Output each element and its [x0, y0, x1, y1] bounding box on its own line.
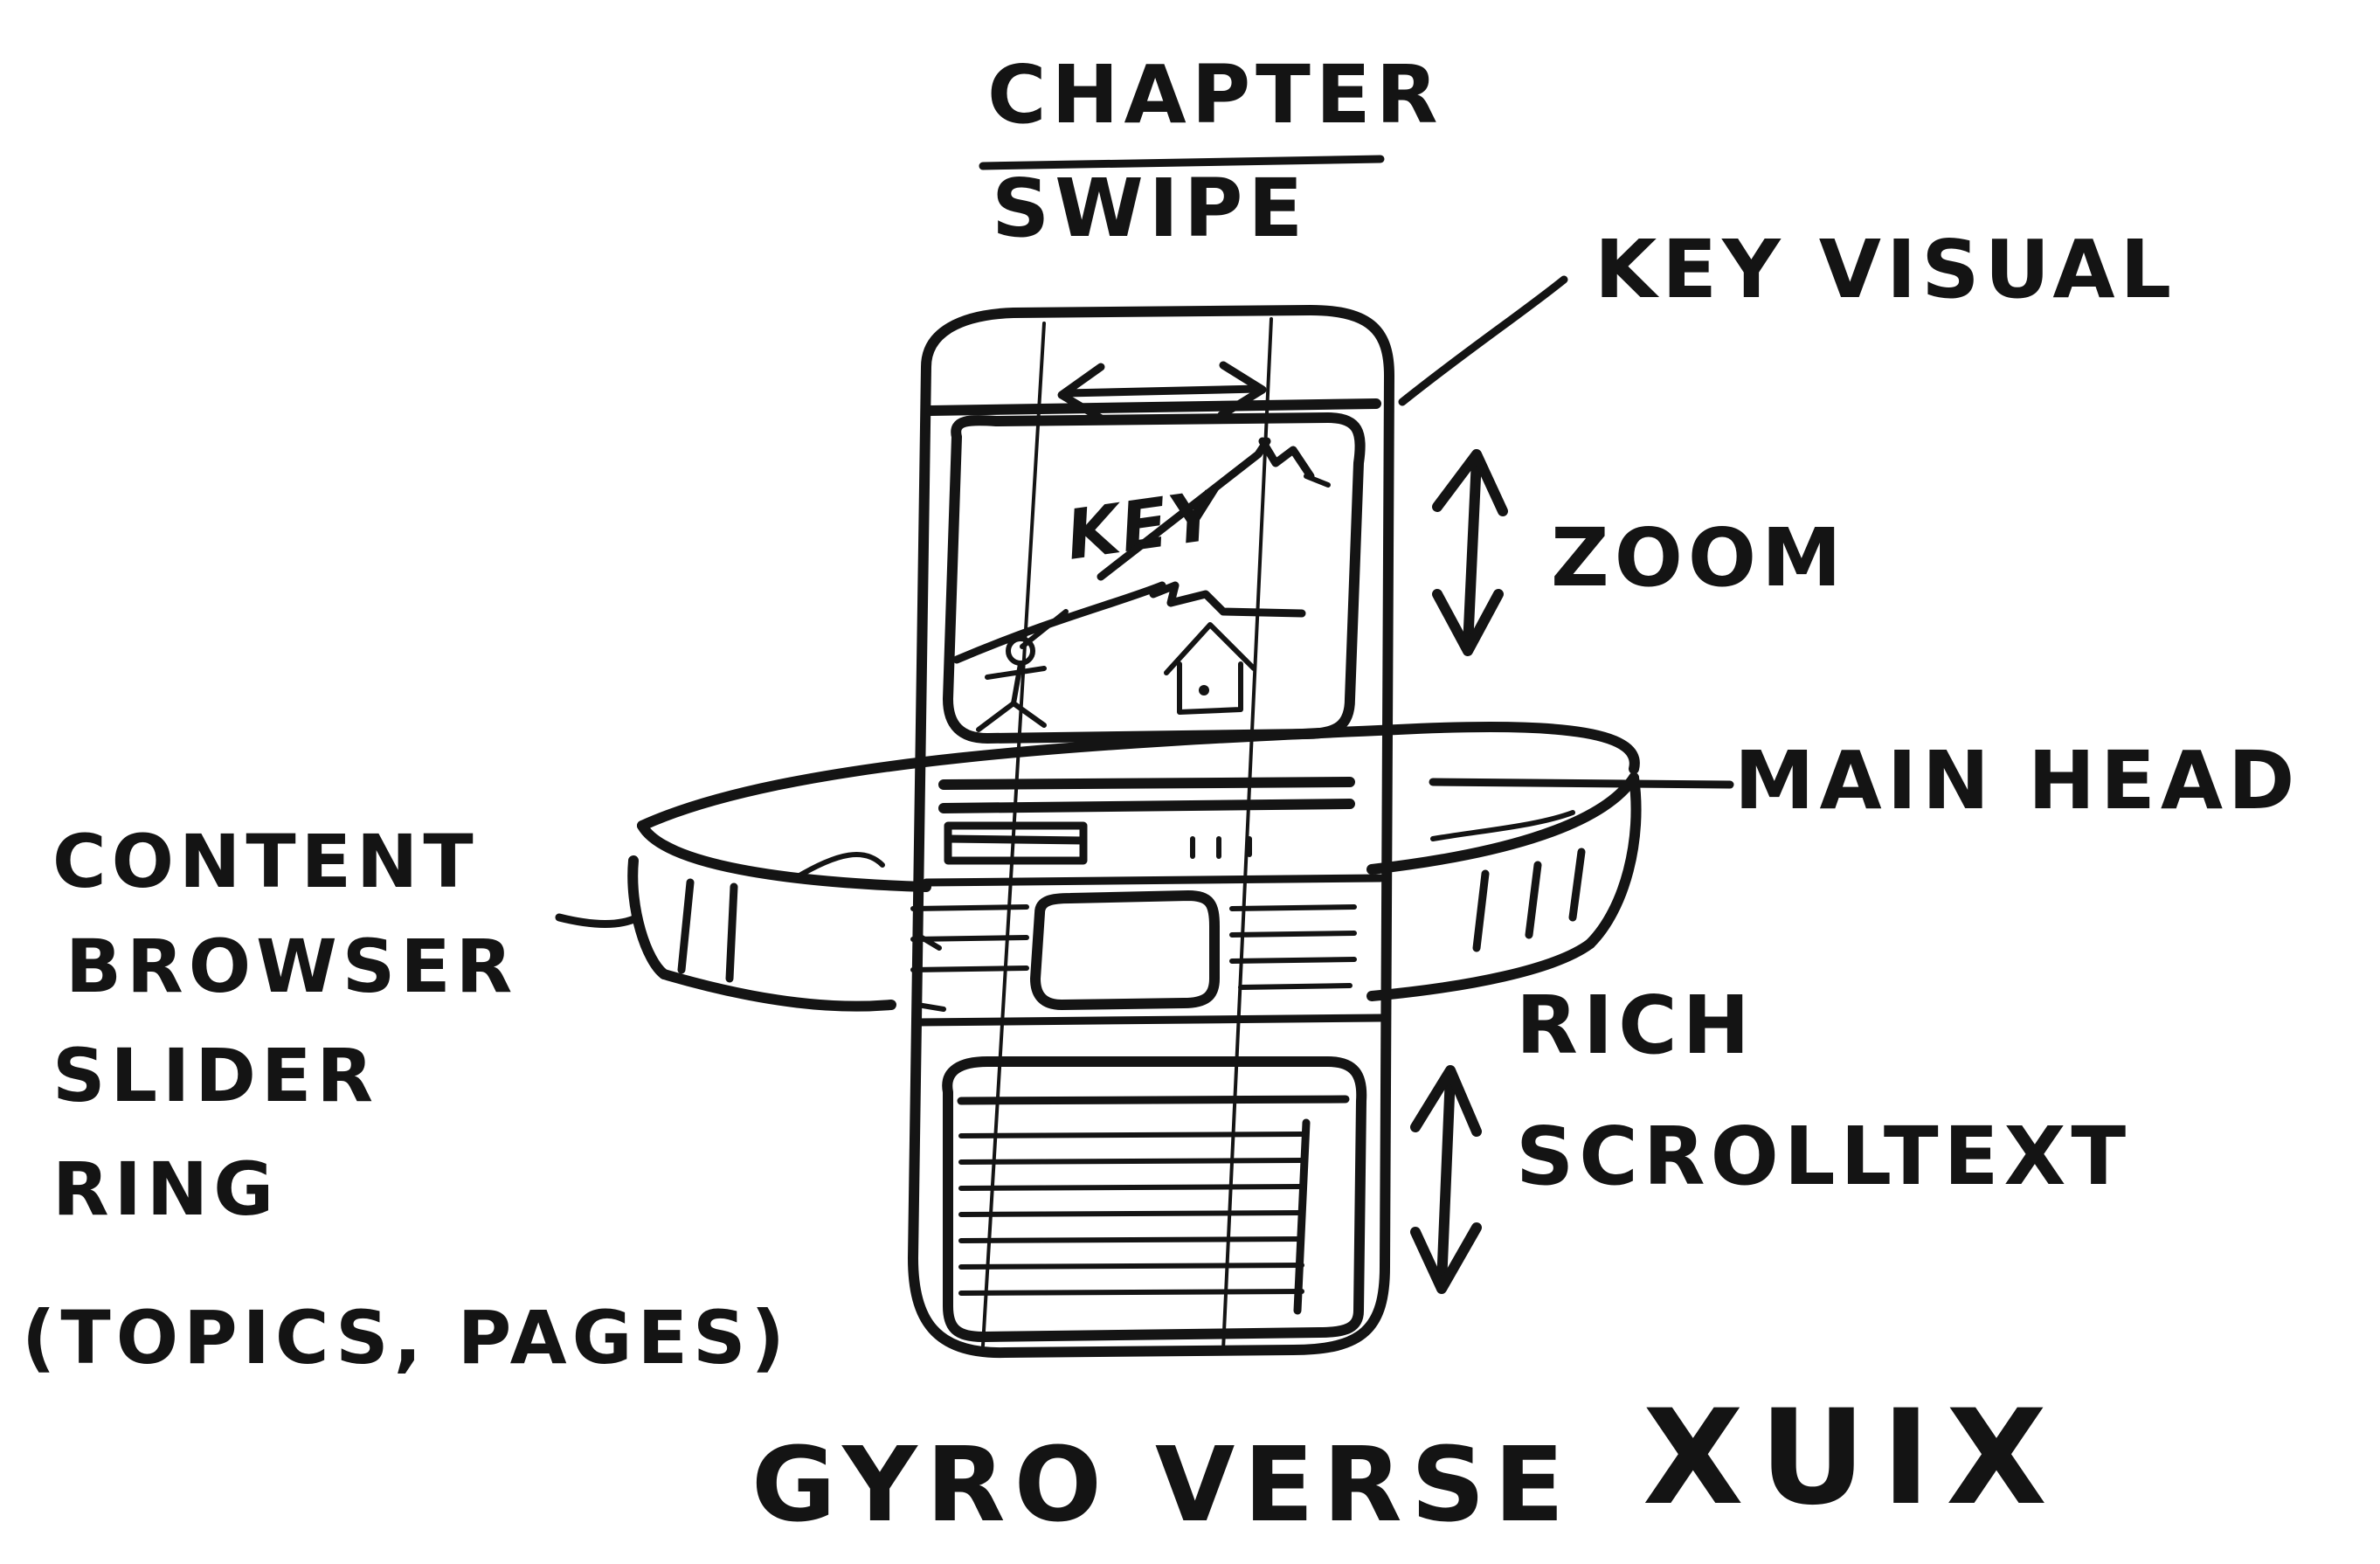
content-browser-leader	[555, 913, 642, 928]
house-icon	[1164, 622, 1256, 715]
chapter-swipe-underline	[979, 155, 1385, 170]
person-icon	[976, 609, 1069, 732]
content-browser-label-1: CONTENT	[52, 819, 479, 904]
key-visual-label: KEY VISUAL	[1595, 223, 2176, 316]
key-visual-panel: KEY	[925, 398, 1381, 744]
zoom-label: ZOOM	[1551, 511, 1847, 605]
content-browser-label-2: BROWSER	[66, 924, 517, 1009]
gyroverse-title: GYRO VERSE	[751, 1424, 1573, 1545]
rich-text-panel	[942, 1056, 1367, 1342]
main-head-block	[922, 777, 1385, 887]
chapter-swipe-label-1: CHAPTER	[987, 48, 1443, 142]
key-visual-leader	[1398, 275, 1568, 406]
rich-scroll-text-label-1: RICH	[1516, 979, 1755, 1072]
main-head-leader	[1429, 778, 1734, 789]
chapter-swipe-label-2: SWIPE	[992, 162, 1308, 255]
main-head-label: MAIN HEAD	[1734, 734, 2300, 827]
zoom-arrow-icon	[1432, 449, 1508, 656]
content-browser-row	[910, 890, 1385, 1027]
slider-ring	[627, 722, 1642, 1012]
content-browser-label-5: (TOPICS, PAGES)	[22, 1295, 790, 1381]
scroll-arrow-icon	[1410, 1065, 1482, 1294]
xuix-title: XUIX	[1643, 1382, 2063, 1534]
key-visual-inner-label: KEY	[1062, 475, 1229, 575]
content-browser-label-4: RING	[52, 1146, 279, 1232]
content-browser-label-3: SLIDER	[52, 1033, 378, 1118]
rich-scroll-text-label-2: SCROLLTEXT	[1516, 1110, 2131, 1203]
phone-frame	[908, 305, 1394, 1359]
